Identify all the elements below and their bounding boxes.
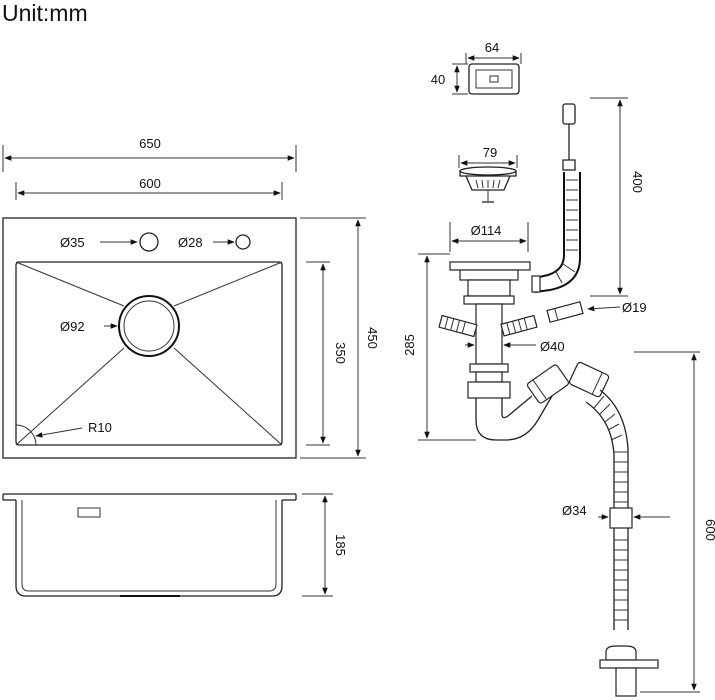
dim-450-label: 450 [365, 327, 380, 349]
overflow-height-label: 40 [431, 72, 445, 87]
strainer-basket: 79 [458, 145, 518, 203]
sink-outline [2, 217, 297, 459]
outlet-hose: Ø34 600 [562, 351, 715, 697]
small-pipe-label: Ø19 [622, 300, 647, 315]
dim-350-label: 350 [333, 342, 348, 364]
corner-radius-label: R10 [88, 420, 112, 435]
dim-185-label: 185 [333, 534, 348, 556]
overflow-width-label: 64 [485, 40, 499, 55]
trap-pipe-label: Ø40 [540, 339, 565, 354]
drain-label: Ø92 [60, 319, 85, 334]
hole-large-label: Ø35 [60, 235, 85, 250]
hole-large [139, 232, 159, 252]
tail-piece: Ø19 [546, 300, 647, 323]
dim-600-label: 600 [139, 176, 161, 191]
strainer-width-label: 79 [483, 145, 497, 160]
hose-length-label: 400 [630, 171, 645, 193]
unit-label: Unit:mm [2, 0, 88, 26]
bowl-side-outline [15, 500, 283, 597]
bowl-outline [15, 261, 283, 446]
sink-top-view: 650 600 Ø92 Ø35 Ø28 [2, 136, 380, 459]
overflow-slot [77, 507, 101, 518]
hole-small [235, 234, 251, 250]
overflow-cover: 64 40 [431, 40, 522, 95]
drain-outer [118, 295, 180, 357]
flange-label: Ø114 [471, 223, 502, 238]
hole-small-label: Ø28 [178, 235, 203, 250]
overflow-hose: 400 [534, 97, 645, 297]
drain-inner [123, 300, 175, 352]
sink-side-view: 185 [2, 493, 348, 597]
outlet-hose-label: Ø34 [562, 503, 587, 518]
drain-height-label: 285 [402, 334, 417, 356]
dim-650-label: 650 [139, 136, 161, 151]
outlet-length-label: 600 [703, 519, 715, 541]
drain-assembly: Ø114 [402, 222, 610, 441]
